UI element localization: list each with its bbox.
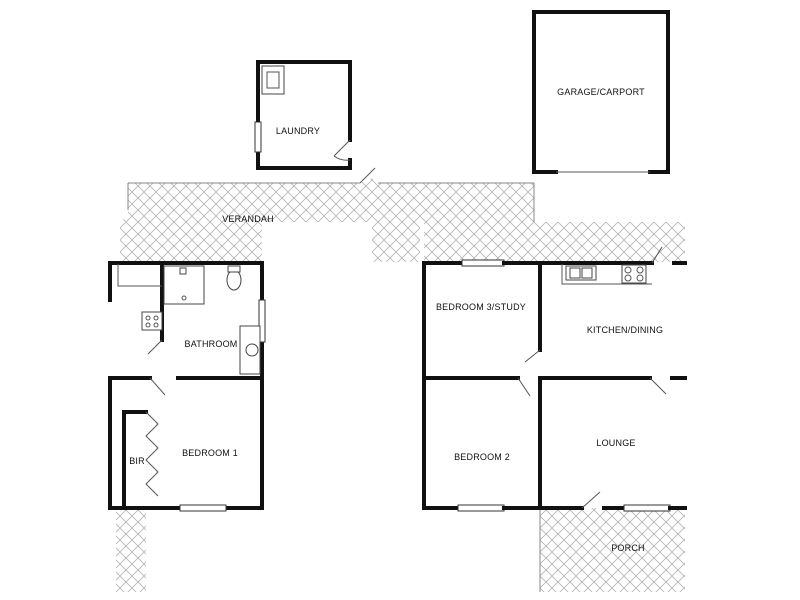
shower [163, 265, 205, 305]
label-bedroom2: BEDROOM 2 [454, 452, 510, 462]
label-lounge: LOUNGE [596, 438, 635, 448]
right-wing-walls [422, 259, 687, 512]
label-bedroom1: BEDROOM 1 [182, 448, 238, 458]
toilet [226, 269, 242, 291]
cooktop [621, 264, 647, 284]
label-garage: GARAGE/CARPORT [557, 87, 645, 97]
verandah-door [359, 167, 376, 184]
porch-area [539, 508, 685, 592]
left-wing-walls [108, 261, 266, 512]
label-kitchen: KITCHEN/DINING [587, 325, 663, 335]
laundry-room [254, 60, 352, 170]
label-bathroom: BATHROOM [185, 339, 238, 349]
laundry-tub [261, 65, 285, 95]
label-bedroom3: BEDROOM 3/STUDY [436, 302, 526, 312]
laundry-door-leaf [333, 139, 351, 157]
label-porch: PORCH [611, 543, 645, 553]
garage [532, 10, 670, 174]
kitchen-fixtures [561, 264, 652, 285]
label-bir: BIR [129, 456, 145, 466]
bedroom1-doors [145, 339, 166, 497]
right-wing-doors [517, 246, 667, 509]
bathroom-fixtures [117, 264, 261, 375]
label-verandah: VERANDAH [222, 214, 274, 224]
label-laundry: LAUNDRY [276, 126, 320, 136]
left-hatch-strip [116, 508, 146, 592]
cooktop-small [141, 311, 163, 331]
verandah-area [120, 178, 685, 262]
